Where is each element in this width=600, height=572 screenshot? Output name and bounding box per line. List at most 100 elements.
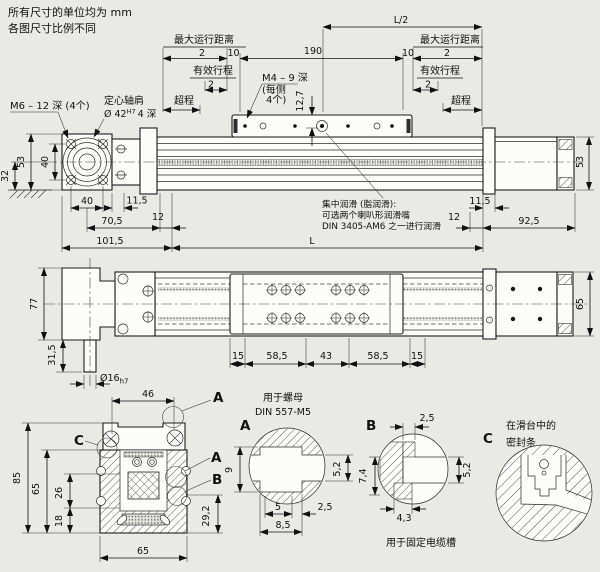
dim-stroke-den-left: 2 <box>208 80 214 91</box>
plan-view: 77 31,5 Ø16h7 15 58,5 43 58,5 15 65 <box>29 258 594 389</box>
label-max-travel-left: 最大运行距离 <box>174 33 234 46</box>
detail-a-dimensions: 9 5,2 5 2,5 8,5 <box>224 446 353 536</box>
detail-b-label: B <box>366 418 376 434</box>
dim-65-plan: 65 <box>575 298 586 310</box>
balloon-label-c: C <box>74 433 84 449</box>
cross-section-view: A C A B 46 85 65 26 18 29,2 65 <box>12 389 224 562</box>
detail-a-title-2: DIN 557-M5 <box>255 407 311 418</box>
dim-15-left: 15 <box>232 351 244 362</box>
dim-l-half: L/2 <box>394 15 409 26</box>
callout-shoulder: 定心轴肩 <box>104 94 144 107</box>
lube-note-3: DIN 3405-AM6 之一进行润滑 <box>322 220 441 232</box>
lube-note-1: 集中润滑 (脂润滑): <box>322 198 396 210</box>
label-overtravel-left: 超程 <box>174 94 194 107</box>
dim-L: L <box>309 236 315 247</box>
dim-46: 46 <box>142 389 154 400</box>
detail-c-caption-2: 密封条 <box>506 436 536 449</box>
left-dimensions: 53 40 32 <box>0 133 66 191</box>
dim-shaft-dia: Ø16h7 <box>100 373 128 386</box>
bottom-dimensions: 40 11,5 70,5 12 101,5 L 11,5 12 92,5 53 <box>61 136 594 252</box>
label-stroke-left: 有效行程 <box>193 64 233 77</box>
dim-5-2-a: 5,2 <box>332 461 343 476</box>
label-overtravel-right: 超程 <box>451 94 471 107</box>
dim-101-5: 101,5 <box>96 236 123 247</box>
detail-b-dimensions: 2,5 7,4 4,3 5,2 <box>358 413 473 524</box>
dim-10-right: 10 <box>402 48 414 59</box>
dim-77: 77 <box>29 298 40 310</box>
section-balloons: A C A B <box>74 390 224 506</box>
steel-band <box>156 159 485 166</box>
detail-c: C 在滑台中的 密封条 <box>483 419 593 542</box>
detail-a-label: A <box>240 418 251 434</box>
carriage-section <box>102 422 186 451</box>
label-max-travel-right: 最大运行距离 <box>420 33 480 46</box>
callout-m4-2: (每侧 <box>262 83 286 96</box>
dim-40-bottom: 40 <box>81 196 93 207</box>
detail-b-caption: 用于固定电缆槽 <box>386 536 456 549</box>
detail-a: 用于螺母 DIN 557-M5 A 9 5,2 5 2,5 8,5 <box>224 392 353 536</box>
dim-stroke-den-right: 2 <box>425 80 431 91</box>
dim-5-2-b: 5,2 <box>462 462 473 477</box>
callout-m4-3: 4个) <box>266 94 286 106</box>
dim-11-5-right: 11,5 <box>469 196 490 207</box>
dim-58-5-left: 58,5 <box>266 351 287 362</box>
callout-m6: M6 – 12 深 (4个) <box>10 100 90 112</box>
dim-58-5-right: 58,5 <box>367 351 388 362</box>
ground-hatch <box>8 189 52 199</box>
dim-15-right: 15 <box>411 351 423 362</box>
dim-32: 32 <box>0 170 11 182</box>
section-dimensions: 46 85 65 26 18 29,2 65 <box>12 389 223 562</box>
plan-dimensions: 77 31,5 Ø16h7 15 58,5 43 58,5 15 65 <box>29 267 594 389</box>
dim-190: 190 <box>304 46 322 57</box>
detail-a-title-1: 用于螺母 <box>263 392 303 404</box>
balloon-label-a-top: A <box>213 390 224 406</box>
dim-40-left: 40 <box>40 156 51 168</box>
carriage-thread-holes <box>266 284 370 324</box>
balloon-label-b: B <box>212 472 222 488</box>
dim-10-left: 10 <box>227 48 239 59</box>
detail-c-label: C <box>483 431 493 447</box>
mounting-holes <box>65 138 109 186</box>
carriage-side <box>231 114 413 138</box>
balloon-label-a-mid: A <box>211 450 222 466</box>
dim-max-travel-den-left: 2 <box>199 48 205 59</box>
side-elevation-view: L/2 最大运行距离 2 10 190 10 最大运行距离 2 有效行程 2 有… <box>0 15 594 252</box>
dim-65-bottom: 65 <box>137 546 149 557</box>
note-units: 所有尺寸的单位均为 mm <box>8 5 132 19</box>
travel-dimensions: L/2 最大运行距离 2 10 190 10 最大运行距离 2 有效行程 2 有… <box>162 15 483 126</box>
dim-65-side: 65 <box>31 483 42 495</box>
dim-4-3: 4,3 <box>396 513 411 524</box>
dim-26: 26 <box>54 487 65 499</box>
dim-31-5: 31,5 <box>47 344 58 365</box>
dim-92-5: 92,5 <box>518 216 539 227</box>
dim-8-5: 8,5 <box>275 520 290 531</box>
dim-85: 85 <box>12 472 23 484</box>
detail-c-caption-1: 在滑台中的 <box>506 419 556 432</box>
dim-18: 18 <box>54 515 65 527</box>
lube-nipple <box>316 120 328 132</box>
seal-profile <box>527 455 562 497</box>
dim-2-5-a: 2,5 <box>317 502 332 513</box>
drawing-notes: 所有尺寸的单位均为 mm 各图尺寸比例不同 <box>8 5 132 35</box>
detail-b: B 2,5 7,4 4,3 5,2 用于固定电缆槽 <box>358 413 473 549</box>
dim-max-travel-den-right: 2 <box>444 48 450 59</box>
callout-m4: M4 – 9 深 <box>262 72 308 84</box>
dim-29-2: 29,2 <box>201 505 212 526</box>
dim-70-5: 70,5 <box>101 216 122 227</box>
dim-43: 43 <box>320 351 332 362</box>
dim-53-right: 53 <box>575 156 586 168</box>
dim-2-5-b: 2,5 <box>419 413 434 424</box>
dim-12-right: 12 <box>448 212 460 223</box>
dim-12-7: 12,7 <box>295 90 306 111</box>
dim-11-5-left: 11,5 <box>126 196 147 207</box>
note-scale: 各图尺寸比例不同 <box>8 21 96 35</box>
label-stroke-right: 有效行程 <box>420 64 460 77</box>
dim-9: 9 <box>224 467 235 473</box>
dim-7-4: 7,4 <box>358 468 369 483</box>
dim-53-left: 53 <box>16 156 27 168</box>
spindle-nut <box>127 471 160 500</box>
